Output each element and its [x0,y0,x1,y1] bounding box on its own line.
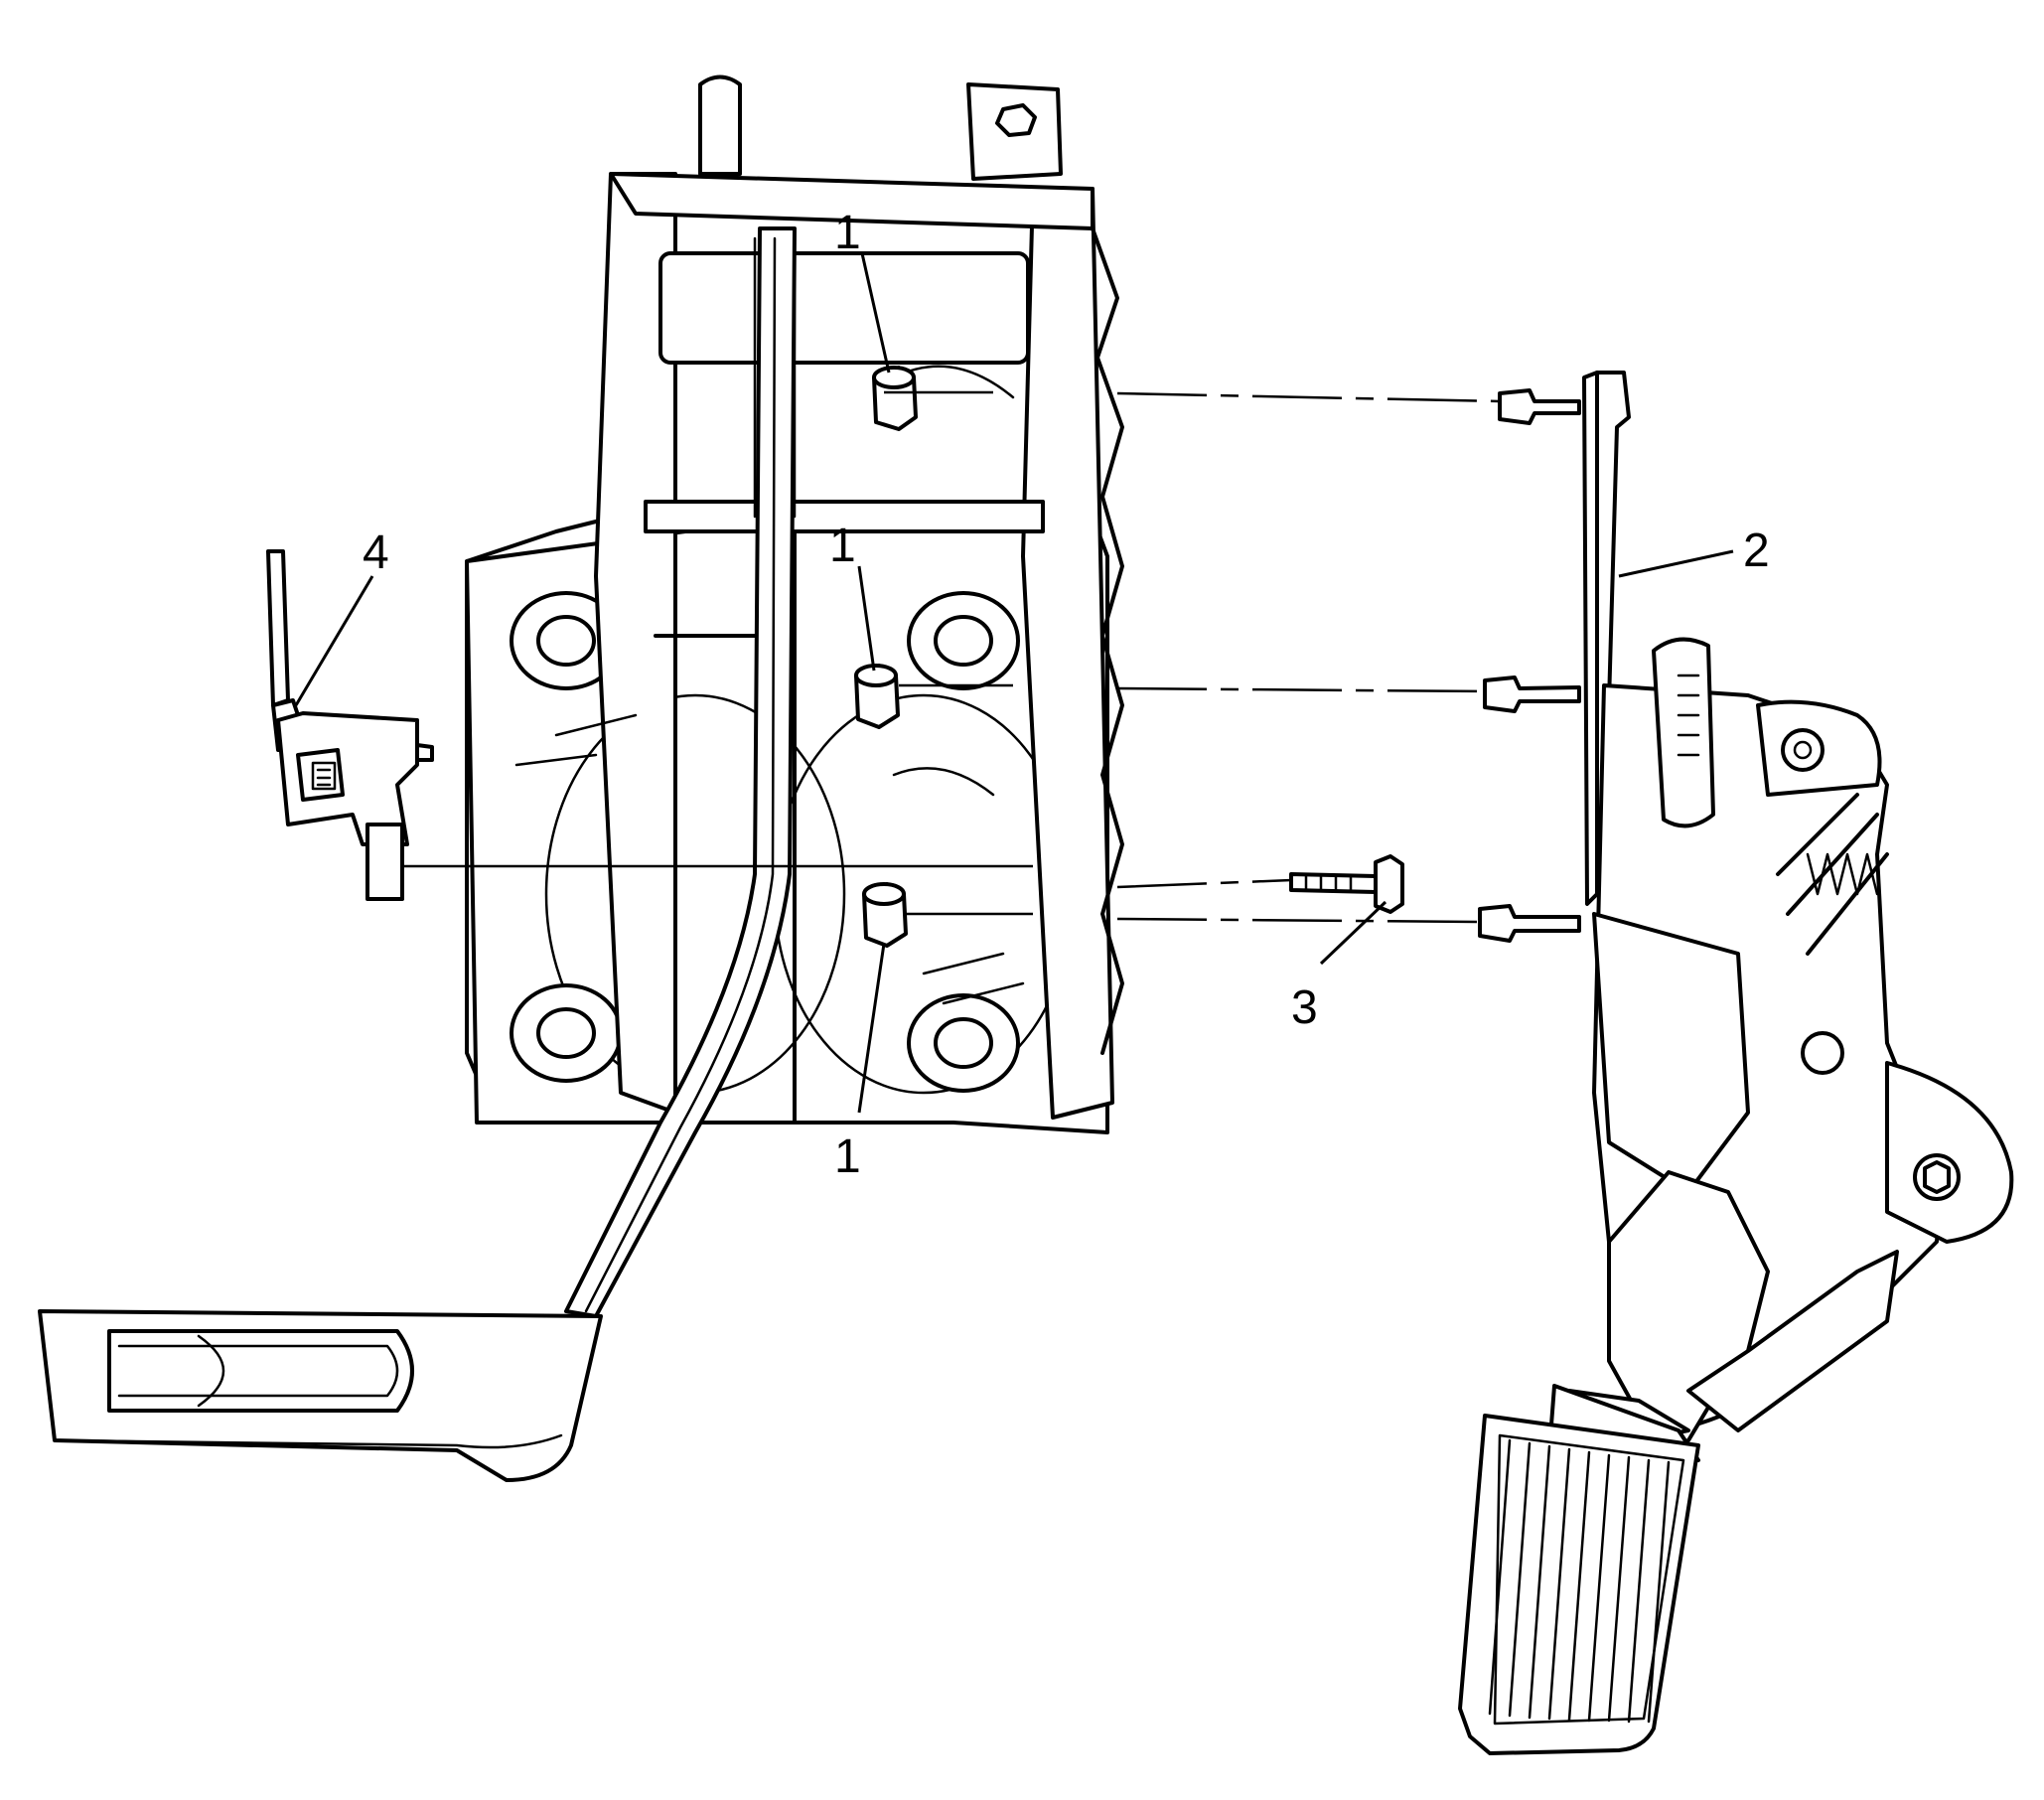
bolt [1289,854,1404,914]
leader-lines [294,252,1734,1114]
callout-3: 3 [1291,981,1318,1034]
stud-bottom [1478,904,1581,943]
callout-4: 4 [363,526,389,579]
mounting-hole [907,591,1020,690]
brake-pedal [38,226,797,1482]
brake-pedal-bracket [465,75,1124,1134]
pedal-position-sensor [266,549,434,901]
mounting-hole [907,993,1020,1093]
stud-middle [1483,675,1581,713]
stud-top [1498,388,1581,425]
callout-1-bottom: 1 [834,1130,861,1183]
mounting-hole [510,983,623,1083]
accelerator-pedal-assembly [1458,371,2014,1755]
alignment-lines [392,390,1501,924]
callout-2: 2 [1743,525,1770,577]
callout-1-top: 1 [834,207,861,259]
nut-bottom [862,882,908,948]
callout-1-middle: 1 [829,520,856,572]
nut-middle [854,664,900,729]
nut-top [872,366,918,431]
